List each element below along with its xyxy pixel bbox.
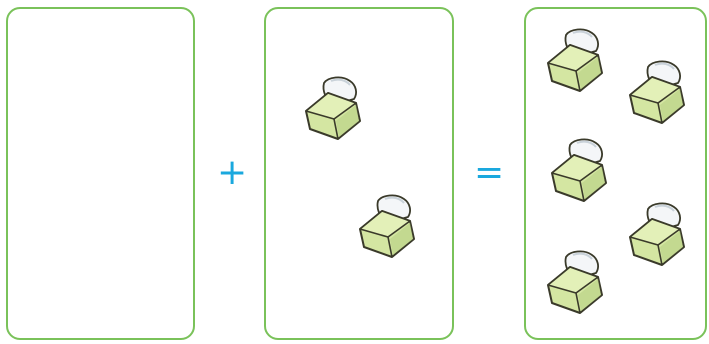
eraser-icon [547,28,603,92]
eraser-icon [547,250,603,314]
right-card [524,7,707,340]
left-card [6,7,195,340]
eraser-icon [305,76,361,140]
eraser-icon [629,60,685,124]
eraser-icon [359,194,415,258]
eraser-icon [629,202,685,266]
equals-sign: = [474,152,505,193]
plus-sign: + [217,152,248,193]
middle-card [264,7,454,340]
eraser-icon [551,138,607,202]
